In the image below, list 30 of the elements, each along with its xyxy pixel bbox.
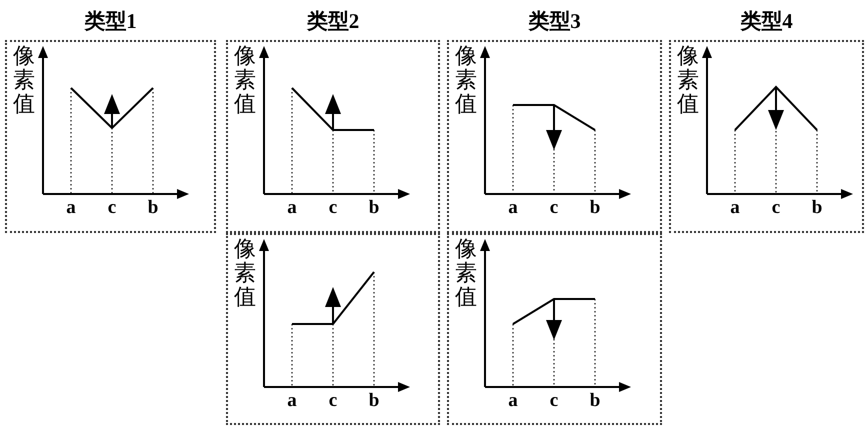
axis-tick-label: a bbox=[287, 391, 297, 410]
axis-tick-label: b bbox=[368, 391, 380, 410]
axis-tick-label: b bbox=[368, 198, 380, 217]
axis-label: 像素值 bbox=[234, 44, 256, 117]
axis-tick-label: c bbox=[328, 391, 338, 410]
axis-tick-label: a bbox=[508, 391, 518, 410]
axis-label: 像素值 bbox=[455, 44, 477, 117]
axis-tick-label: b bbox=[812, 198, 822, 217]
chart-panel bbox=[226, 233, 440, 425]
axis-tick-label: a bbox=[66, 198, 76, 217]
axis-tick-label: c bbox=[772, 198, 780, 217]
axis-tick-label: a bbox=[730, 198, 740, 217]
panel-heading: 类型3 bbox=[528, 8, 581, 35]
axis-tick-label: b bbox=[590, 198, 600, 217]
panel-heading: 类型4 bbox=[740, 8, 793, 35]
panel-heading: 类型1 bbox=[84, 8, 137, 35]
axis-tick-label: c bbox=[550, 391, 558, 410]
axis-tick-label: a bbox=[508, 198, 518, 217]
axis-tick-label: c bbox=[550, 198, 558, 217]
axis-label: 像素值 bbox=[13, 44, 35, 117]
axis-tick-label: c bbox=[328, 198, 338, 217]
axis-tick-label: c bbox=[108, 198, 116, 217]
axis-tick-label: b bbox=[148, 198, 158, 217]
chart-panel bbox=[447, 233, 662, 425]
axis-label: 像素值 bbox=[234, 237, 256, 310]
axis-tick-label: b bbox=[590, 391, 600, 410]
panel-heading: 类型2 bbox=[306, 8, 360, 35]
axis-tick-label: a bbox=[287, 198, 297, 217]
axis-label: 像素值 bbox=[455, 237, 477, 310]
axis-label: 像素值 bbox=[677, 44, 699, 117]
